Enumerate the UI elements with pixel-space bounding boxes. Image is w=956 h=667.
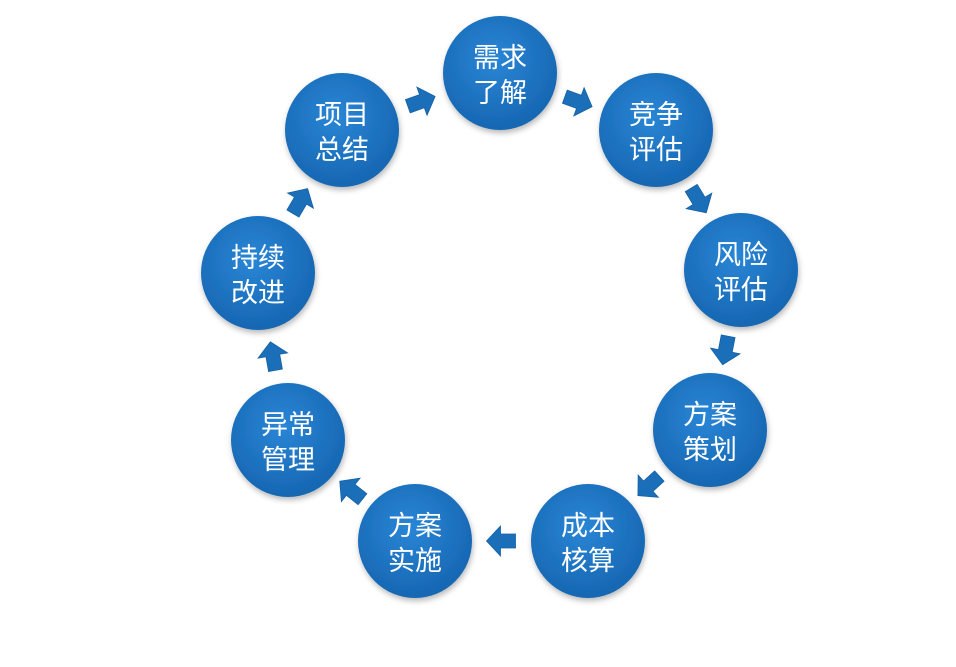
node-circle [684, 213, 798, 327]
node-circle [285, 73, 399, 187]
arrow-costing-to-implementation [485, 524, 516, 558]
node-label-line-1: 竞争 [629, 100, 683, 131]
node-circle [443, 16, 557, 130]
node-label-line-2: 改进 [231, 278, 285, 309]
arrow-implementation-to-exception [339, 477, 368, 506]
node-circle [231, 383, 345, 497]
node-circle [599, 73, 713, 187]
arrow-summary-to-need [404, 86, 436, 117]
node-circle [653, 373, 767, 487]
node-label-line-1: 持续 [231, 243, 285, 274]
arrow-improvement-to-summary [286, 188, 315, 218]
arrow-risk-to-planning [709, 334, 742, 366]
node-label-line-1: 项目 [315, 100, 369, 131]
node-circle [358, 484, 472, 598]
arrow-competition-to-risk [684, 183, 713, 214]
node-label-line-2: 评估 [714, 275, 768, 306]
node-label-line-1: 成本 [561, 511, 615, 542]
node-label-line-2: 管理 [261, 445, 315, 476]
arrow-planning-to-costing [637, 470, 665, 498]
node-circle [531, 484, 645, 598]
node-label-line-1: 需求 [473, 43, 527, 74]
arrow-exception-to-improvement [257, 341, 289, 372]
node-label-line-1: 方案 [683, 400, 737, 431]
node-label-line-2: 评估 [629, 135, 683, 166]
node-label-line-1: 异常 [261, 410, 315, 441]
node-label-line-2: 总结 [315, 135, 369, 166]
arrow-need-to-competition [561, 86, 593, 117]
node-label-line-2: 策划 [683, 435, 737, 466]
node-label-line-2: 核算 [561, 546, 615, 577]
node-label-line-2: 了解 [473, 78, 527, 109]
node-label-line-1: 方案 [388, 511, 442, 542]
node-label-line-1: 风险 [714, 240, 768, 271]
node-circle [201, 216, 315, 330]
node-label-line-2: 实施 [388, 546, 442, 577]
